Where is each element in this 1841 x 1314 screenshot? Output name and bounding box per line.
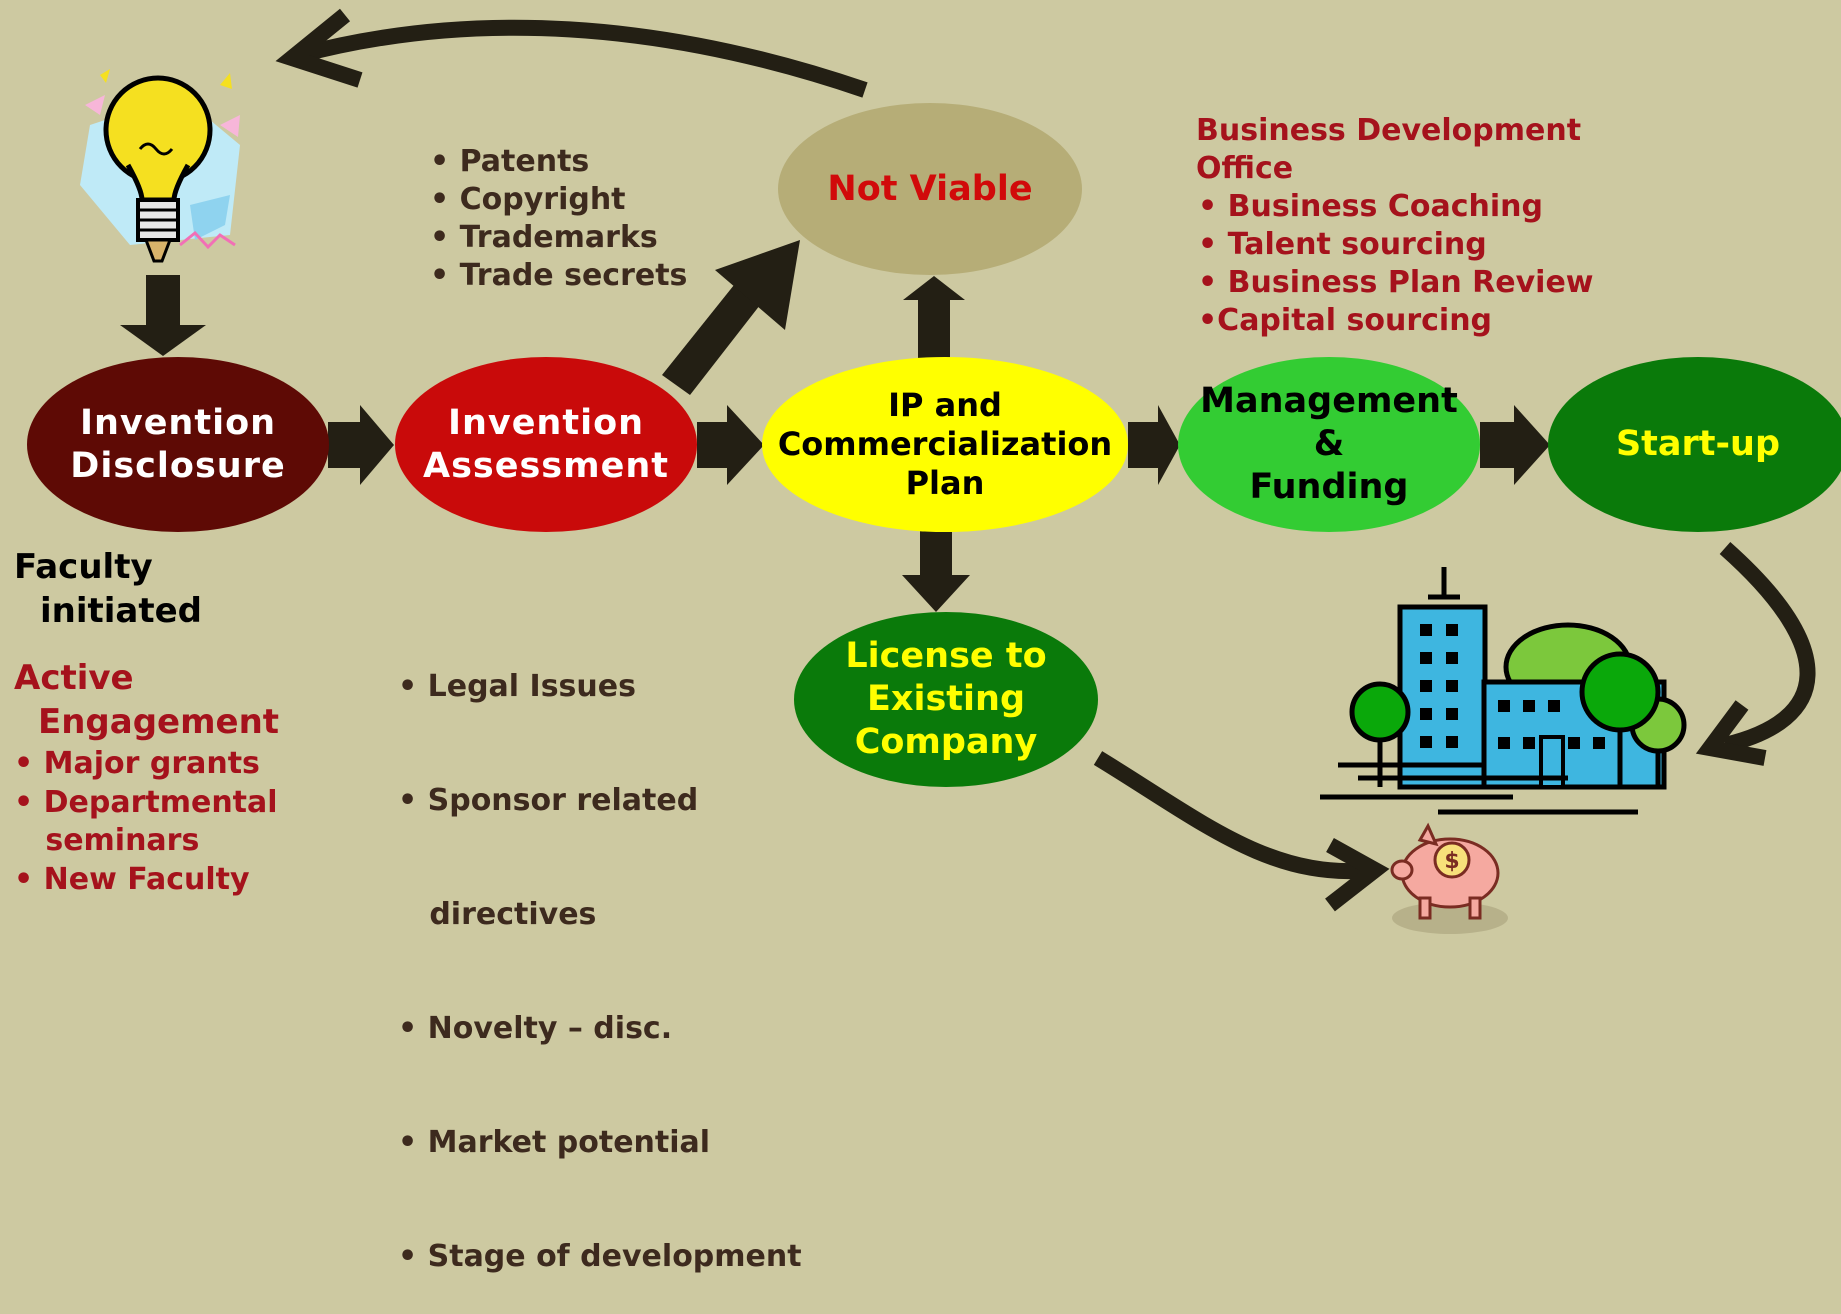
list-item: • Departmental: [14, 784, 278, 820]
arrow-startup-to-building: [1695, 542, 1816, 766]
list-item: • Trademarks: [430, 220, 658, 255]
assessment-criteria-list: • Legal Issues • Sponsor related directi…: [398, 592, 802, 1314]
node-license-label: License to Existing Company: [845, 636, 1047, 762]
list-item: • Market potential: [398, 1125, 711, 1160]
faculty-line1: Faculty: [14, 547, 153, 587]
engagement-items-list: • Major grants • Departmental seminars •…: [14, 745, 278, 899]
faculty-initiated-label: Faculty initiated: [14, 545, 202, 633]
ip-types-list: • Patents • Copyright • Trademarks • Tra…: [430, 143, 687, 295]
node-ip-plan-label: IP and Commercialization Plan: [777, 385, 1113, 503]
list-item: seminars: [14, 823, 200, 858]
node-management-funding: Management & Funding: [1178, 357, 1480, 532]
bdo-title-line2: Office: [1196, 151, 1294, 186]
bdo-title-line1: Business Development: [1196, 113, 1582, 148]
flow-arrows: [120, 8, 1816, 912]
engagement-line1: Active: [14, 658, 134, 698]
list-item: • Major grants: [14, 746, 260, 781]
active-engagement-heading: Active Engagement: [14, 656, 279, 744]
arrow-license-to-piggy: [1093, 751, 1390, 912]
list-item: • Sponsor related: [398, 783, 699, 818]
node-invention-assessment-label: Invention Assessment: [422, 402, 669, 486]
lightbulb-icon: [80, 69, 240, 263]
return-arrow: [275, 8, 868, 98]
list-item: • Stage of development: [398, 1239, 802, 1274]
node-startup-label: Start-up: [1615, 424, 1781, 465]
arrow-bulb-to-disclosure: [120, 275, 206, 356]
list-item: • Business Coaching: [1198, 189, 1543, 224]
node-management-funding-label: Management & Funding: [1200, 381, 1458, 507]
node-startup: Start-up: [1548, 357, 1841, 532]
node-ip-plan: IP and Commercialization Plan: [762, 357, 1128, 532]
arrow-management-to-startup: [1480, 405, 1550, 485]
node-invention-disclosure-label: Invention Disclosure: [70, 402, 286, 486]
list-item: • Trade secrets: [430, 258, 688, 293]
bdo-items-list: • Business Coaching • Talent sourcing • …: [1198, 188, 1594, 340]
building-icon: [1320, 567, 1687, 815]
node-not-viable-label: Not Viable: [827, 168, 1033, 209]
arrow-ip-to-management: [1128, 405, 1180, 485]
bdo-title: Business Development Office: [1196, 112, 1581, 188]
list-item: • Talent sourcing: [1198, 227, 1487, 262]
arrow-assessment-to-ip: [697, 405, 764, 485]
arrow-ip-to-not-viable: [903, 276, 965, 358]
arrow-disclosure-to-assessment: [328, 405, 394, 485]
list-item: • Business Plan Review: [1198, 265, 1594, 300]
list-item: •Capital sourcing: [1198, 303, 1493, 338]
node-not-viable: Not Viable: [778, 103, 1082, 275]
list-item: • Novelty – disc.: [398, 1011, 673, 1046]
engagement-line2: Engagement: [38, 702, 280, 742]
piggy-bank-icon: $: [1390, 822, 1508, 934]
list-item: directives: [398, 897, 597, 932]
node-invention-disclosure: Invention Disclosure: [27, 357, 329, 532]
list-item: • New Faculty: [14, 861, 250, 897]
node-license: License to Existing Company: [794, 612, 1098, 787]
svg-text:$: $: [1444, 849, 1459, 874]
arrow-ip-to-license: [902, 530, 970, 612]
node-invention-assessment: Invention Assessment: [395, 357, 697, 532]
list-item: • Patents: [430, 144, 590, 179]
list-item: • Legal Issues: [398, 669, 636, 704]
arrow-assessment-to-not-viable: [662, 240, 800, 395]
faculty-line2: initiated: [40, 591, 203, 631]
list-item: • Copyright: [430, 182, 626, 217]
